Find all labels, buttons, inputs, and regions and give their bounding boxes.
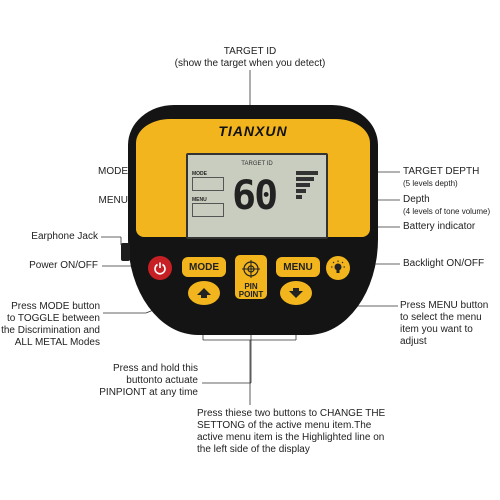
label-menu: MENU	[98, 195, 128, 206]
lcd-menu-box	[192, 203, 224, 217]
metal-detector-control-box: TIANXUN TARGET ID MODE MENU 60 MODE PI	[121, 105, 378, 335]
backlight-button[interactable]	[326, 256, 350, 280]
earphone-jack[interactable]	[121, 243, 130, 261]
label-battery: Battery indicator	[403, 221, 476, 232]
label-target-id: TARGET ID (show the target when you dete…	[150, 46, 350, 70]
down-arrow-icon	[289, 288, 303, 298]
label-target-depth: TARGET DEPTH (5 levels depth)	[403, 166, 479, 190]
pinpoint-button[interactable]: PIN POINT	[235, 255, 267, 299]
depth-bars	[296, 171, 318, 207]
label-depth: Depth (4 levels of tone volume)	[403, 194, 490, 218]
depth-title: Depth	[403, 194, 430, 205]
label-menu-description: Press MENU button to select the menu ite…	[400, 300, 489, 347]
power-button[interactable]	[148, 256, 172, 280]
up-arrow-button[interactable]	[188, 281, 220, 305]
target-depth-title: TARGET DEPTH	[403, 166, 480, 177]
target-icon	[242, 260, 260, 278]
label-earphone-jack: Earphone Jack	[31, 231, 98, 242]
label-pinpoint-description: Press and hold this buttonto actuate PIN…	[99, 363, 198, 398]
pinpoint-label-line1: PIN	[244, 282, 258, 291]
target-depth-subtitle: (5 levels depth)	[403, 179, 458, 188]
label-mode: MODE	[98, 166, 128, 177]
device-faceplate: TIANXUN TARGET ID MODE MENU 60	[136, 119, 370, 239]
menu-button[interactable]: MENU	[276, 257, 320, 277]
target-id-title: TARGET ID	[223, 46, 277, 57]
target-id-subtitle: (show the target when you detect)	[174, 58, 326, 69]
pinpoint-label-line2: POINT	[238, 290, 264, 299]
label-power: Power ON/OFF	[29, 260, 98, 271]
lcd-target-digits: 60	[232, 173, 278, 219]
label-backlight: Backlight ON/OFF	[403, 258, 485, 269]
depth-subtitle: (4 levels of tone volume)	[403, 207, 491, 216]
lcd-display: TARGET ID MODE MENU 60	[186, 153, 328, 239]
lcd-mode-label: MODE	[192, 171, 207, 177]
down-arrow-button[interactable]	[280, 281, 312, 305]
light-bulb-icon	[331, 260, 345, 273]
brand-logo: TIANXUN	[218, 123, 288, 139]
up-arrow-icon	[197, 288, 211, 298]
power-icon	[154, 262, 166, 275]
lcd-mode-box	[192, 177, 224, 191]
lcd-menu-label: MENU	[192, 197, 207, 203]
lcd-target-id-label: TARGET ID	[241, 161, 273, 167]
label-arrows-description: Press thiese two buttons to CHANGE THE S…	[197, 408, 386, 455]
label-mode-description: Press MODE button to TOGGLE between the …	[1, 301, 100, 348]
mode-button[interactable]: MODE	[182, 257, 226, 277]
